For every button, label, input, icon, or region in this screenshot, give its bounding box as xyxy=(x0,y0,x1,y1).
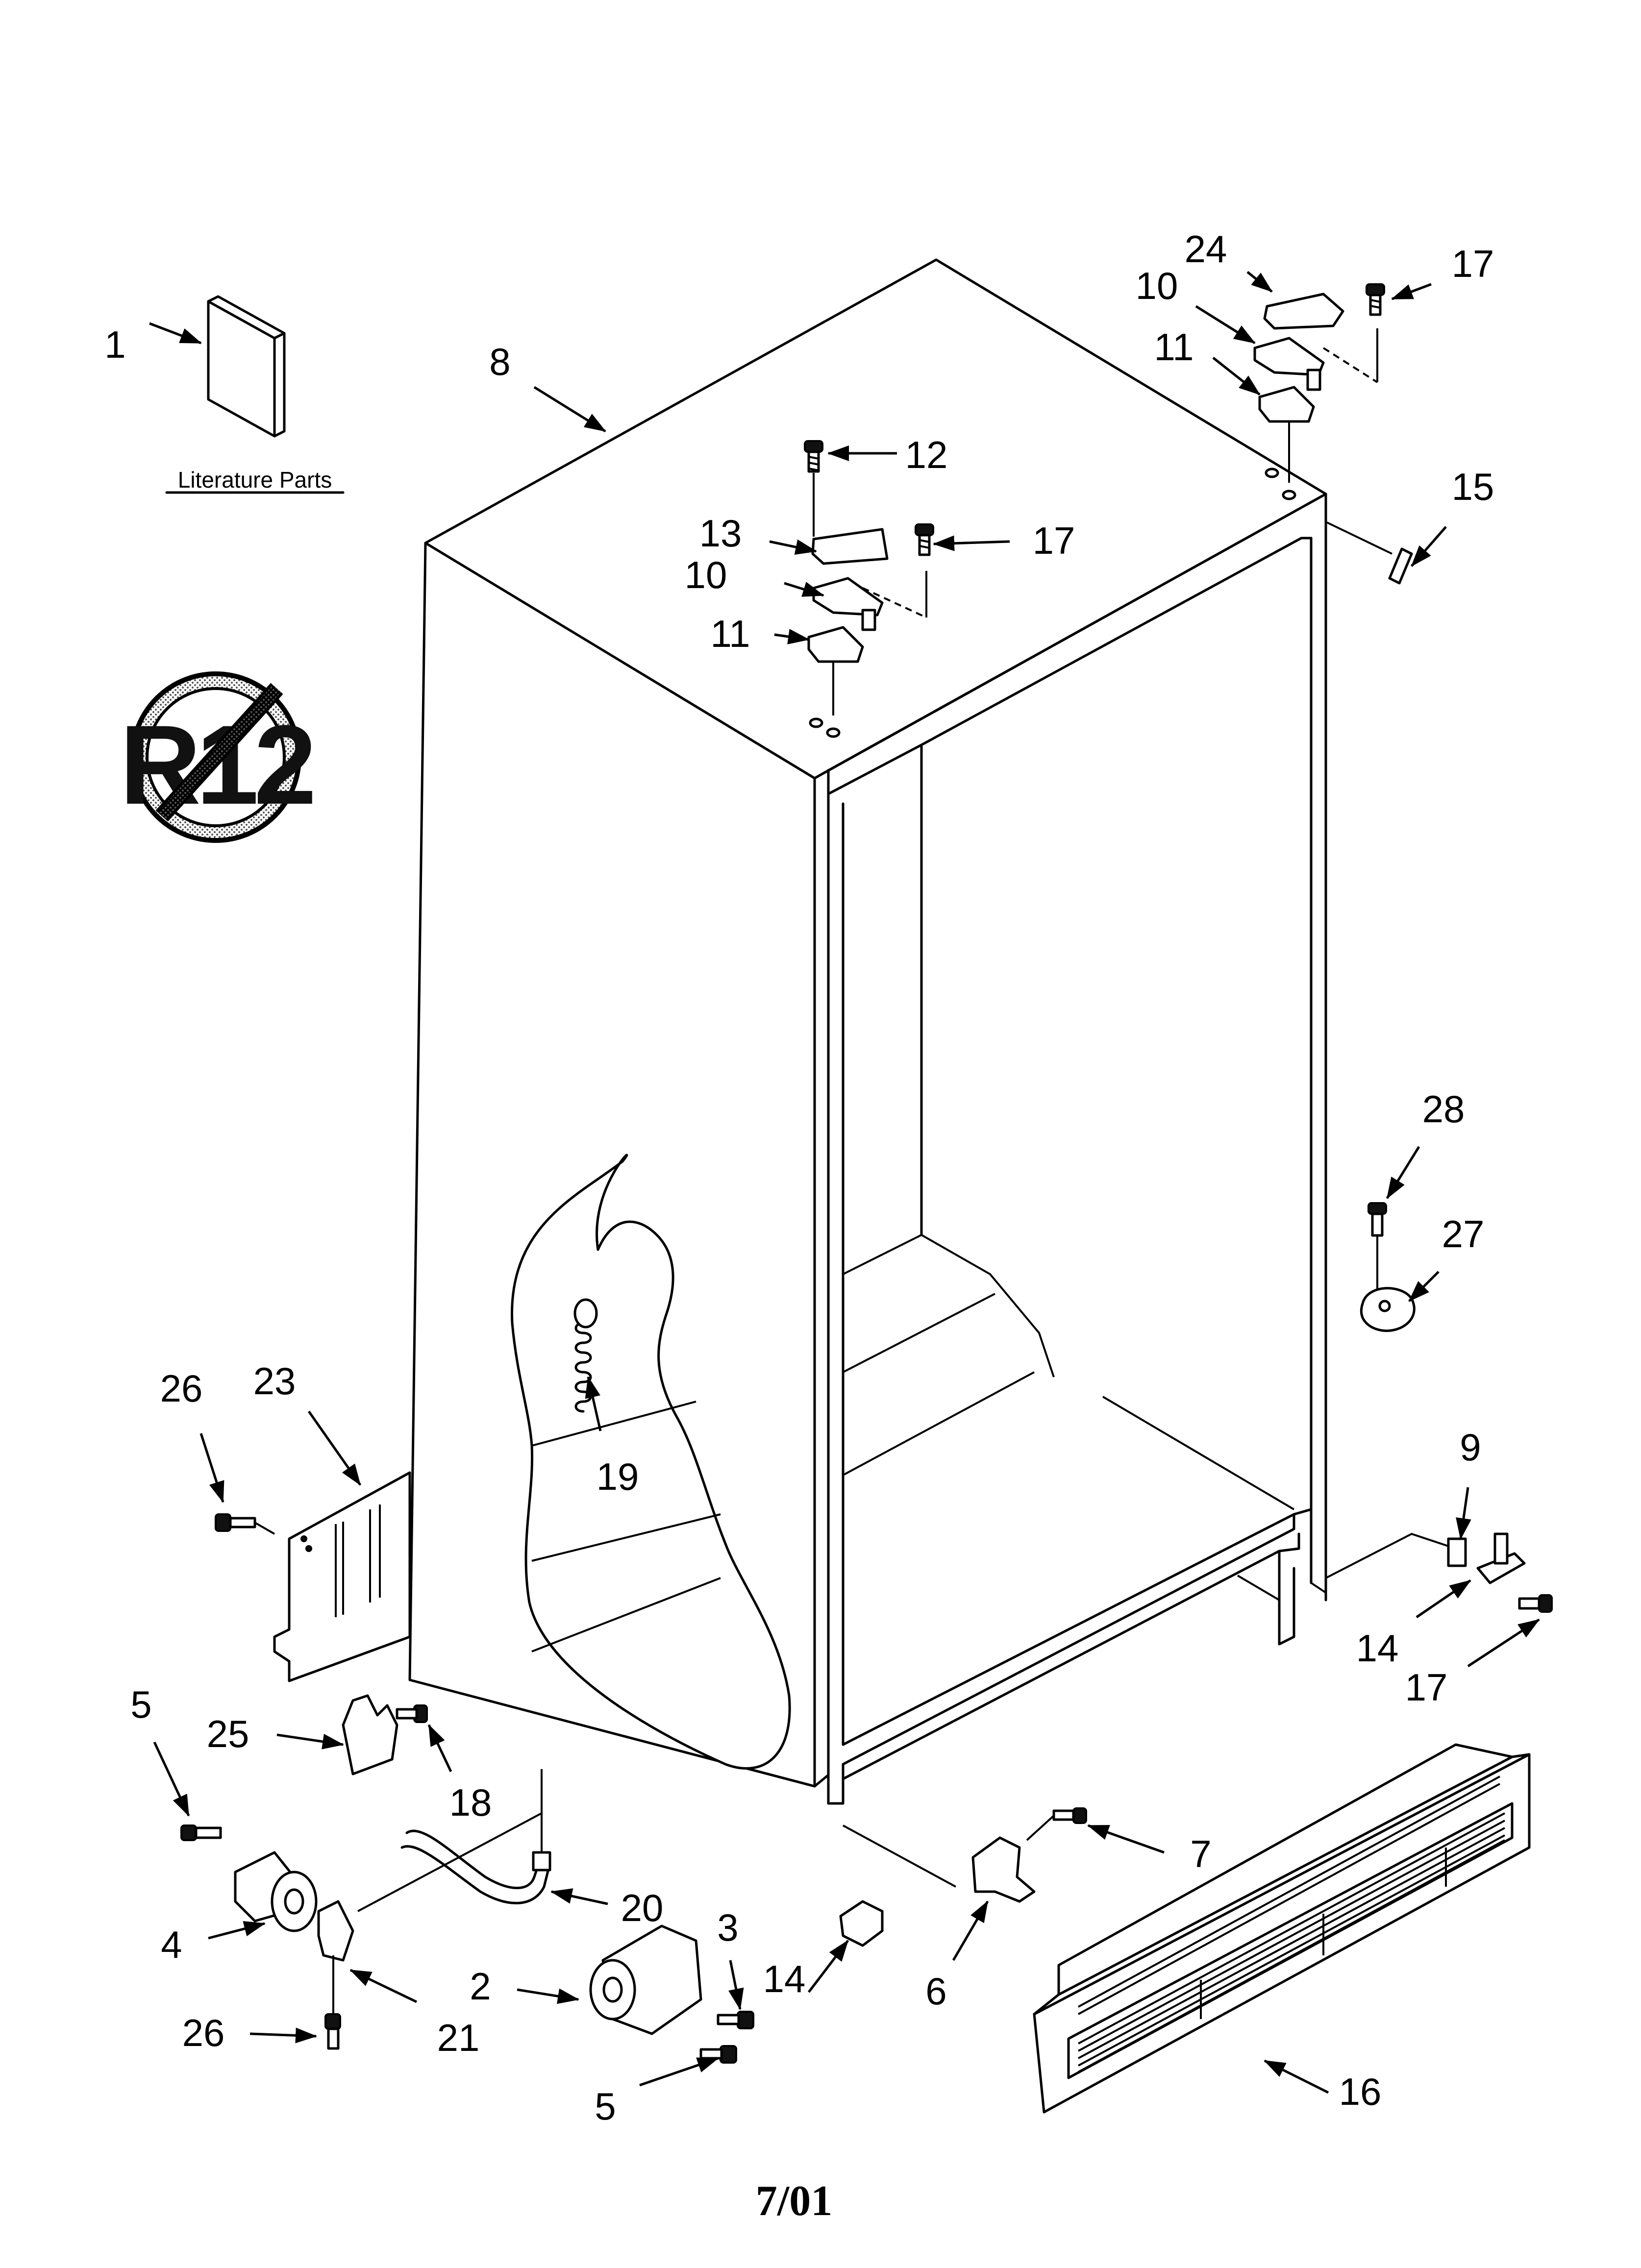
drain-tube-20 xyxy=(400,1769,551,1904)
callout-26-top: 26 xyxy=(160,1367,203,1410)
callout-19: 19 xyxy=(597,1455,639,1498)
callout-2: 2 xyxy=(470,1965,491,2008)
bracket-6 xyxy=(971,1836,1036,1903)
callout-18: 18 xyxy=(449,1781,492,1824)
screw-17-top xyxy=(915,523,934,556)
callout-21: 21 xyxy=(437,2016,480,2059)
no-r12-badge: R12 xyxy=(120,671,317,843)
literature-caption: Literature Parts xyxy=(178,467,332,493)
callout-9: 9 xyxy=(1460,1426,1481,1469)
callout-16: 16 xyxy=(1339,2070,1382,2113)
callout-27: 27 xyxy=(1442,1212,1485,1256)
clip-14-bottom xyxy=(839,1900,884,1947)
callout-17-top-right: 17 xyxy=(1452,242,1494,285)
hinge-10 xyxy=(812,577,884,616)
grille-slots xyxy=(1078,1775,1505,2073)
clip-25 xyxy=(342,1694,428,1775)
clip-21 xyxy=(317,1900,354,2050)
leader-arrows xyxy=(149,271,1540,2094)
callout-3: 3 xyxy=(717,1906,738,1949)
callout-20: 20 xyxy=(621,1886,664,1929)
screw-17-bracket xyxy=(1518,1594,1553,1613)
callout-14-right: 14 xyxy=(1356,1627,1399,1670)
roller-4 xyxy=(180,1824,318,1932)
callout-25: 25 xyxy=(207,1712,249,1755)
right-hinge-assembly xyxy=(1253,283,1385,483)
callout-15: 15 xyxy=(1452,465,1494,508)
hinge-cover-24 xyxy=(1263,293,1344,330)
plug-15 xyxy=(1325,521,1413,585)
screw-17-right xyxy=(1366,283,1385,316)
bracket-9 xyxy=(1325,1532,1553,1613)
callout-10-right: 10 xyxy=(1136,264,1178,307)
callout-8: 8 xyxy=(489,340,510,383)
callout-labels: 1 8 24 17 10 11 12 13 17 10 11 15 28 27 … xyxy=(104,227,1494,2128)
callout-12: 12 xyxy=(905,433,948,476)
shim-11 xyxy=(807,626,864,663)
shim-11-right xyxy=(1258,386,1315,423)
callout-14-bottom: 14 xyxy=(763,1957,806,2000)
callout-7: 7 xyxy=(1190,1832,1211,1875)
literature-booklet: Literature Parts xyxy=(165,295,345,494)
callout-17-top: 17 xyxy=(1033,519,1075,562)
screw-12 xyxy=(804,440,823,473)
callout-5-top: 5 xyxy=(130,1683,151,1726)
cabinet xyxy=(408,258,1327,1805)
callout-6: 6 xyxy=(925,1970,946,2013)
callout-11-right: 11 xyxy=(1154,325,1194,369)
callout-23: 23 xyxy=(253,1359,296,1403)
callout-1: 1 xyxy=(104,323,125,366)
bracket-27 xyxy=(1360,1202,1416,1332)
roller-2 xyxy=(589,1924,754,2064)
callout-28: 28 xyxy=(1422,1087,1465,1131)
callout-4: 4 xyxy=(161,1923,182,1966)
screw-7 xyxy=(1026,1807,1087,1841)
callout-5-bottom: 5 xyxy=(595,2085,616,2128)
callout-26-bottom: 26 xyxy=(182,2011,225,2054)
callout-24: 24 xyxy=(1185,227,1227,271)
toe-grille-16 xyxy=(1033,1743,1531,2114)
callout-17-bottom: 17 xyxy=(1405,1666,1448,1709)
callout-10-left: 10 xyxy=(685,553,727,596)
panel-23 xyxy=(215,1471,411,1682)
cutaway-window xyxy=(511,1154,791,1770)
left-hinge-assembly xyxy=(804,440,934,715)
callout-11-left: 11 xyxy=(711,612,750,655)
callout-13: 13 xyxy=(699,512,742,555)
footer-date-code: 7/01 xyxy=(756,2177,832,2225)
